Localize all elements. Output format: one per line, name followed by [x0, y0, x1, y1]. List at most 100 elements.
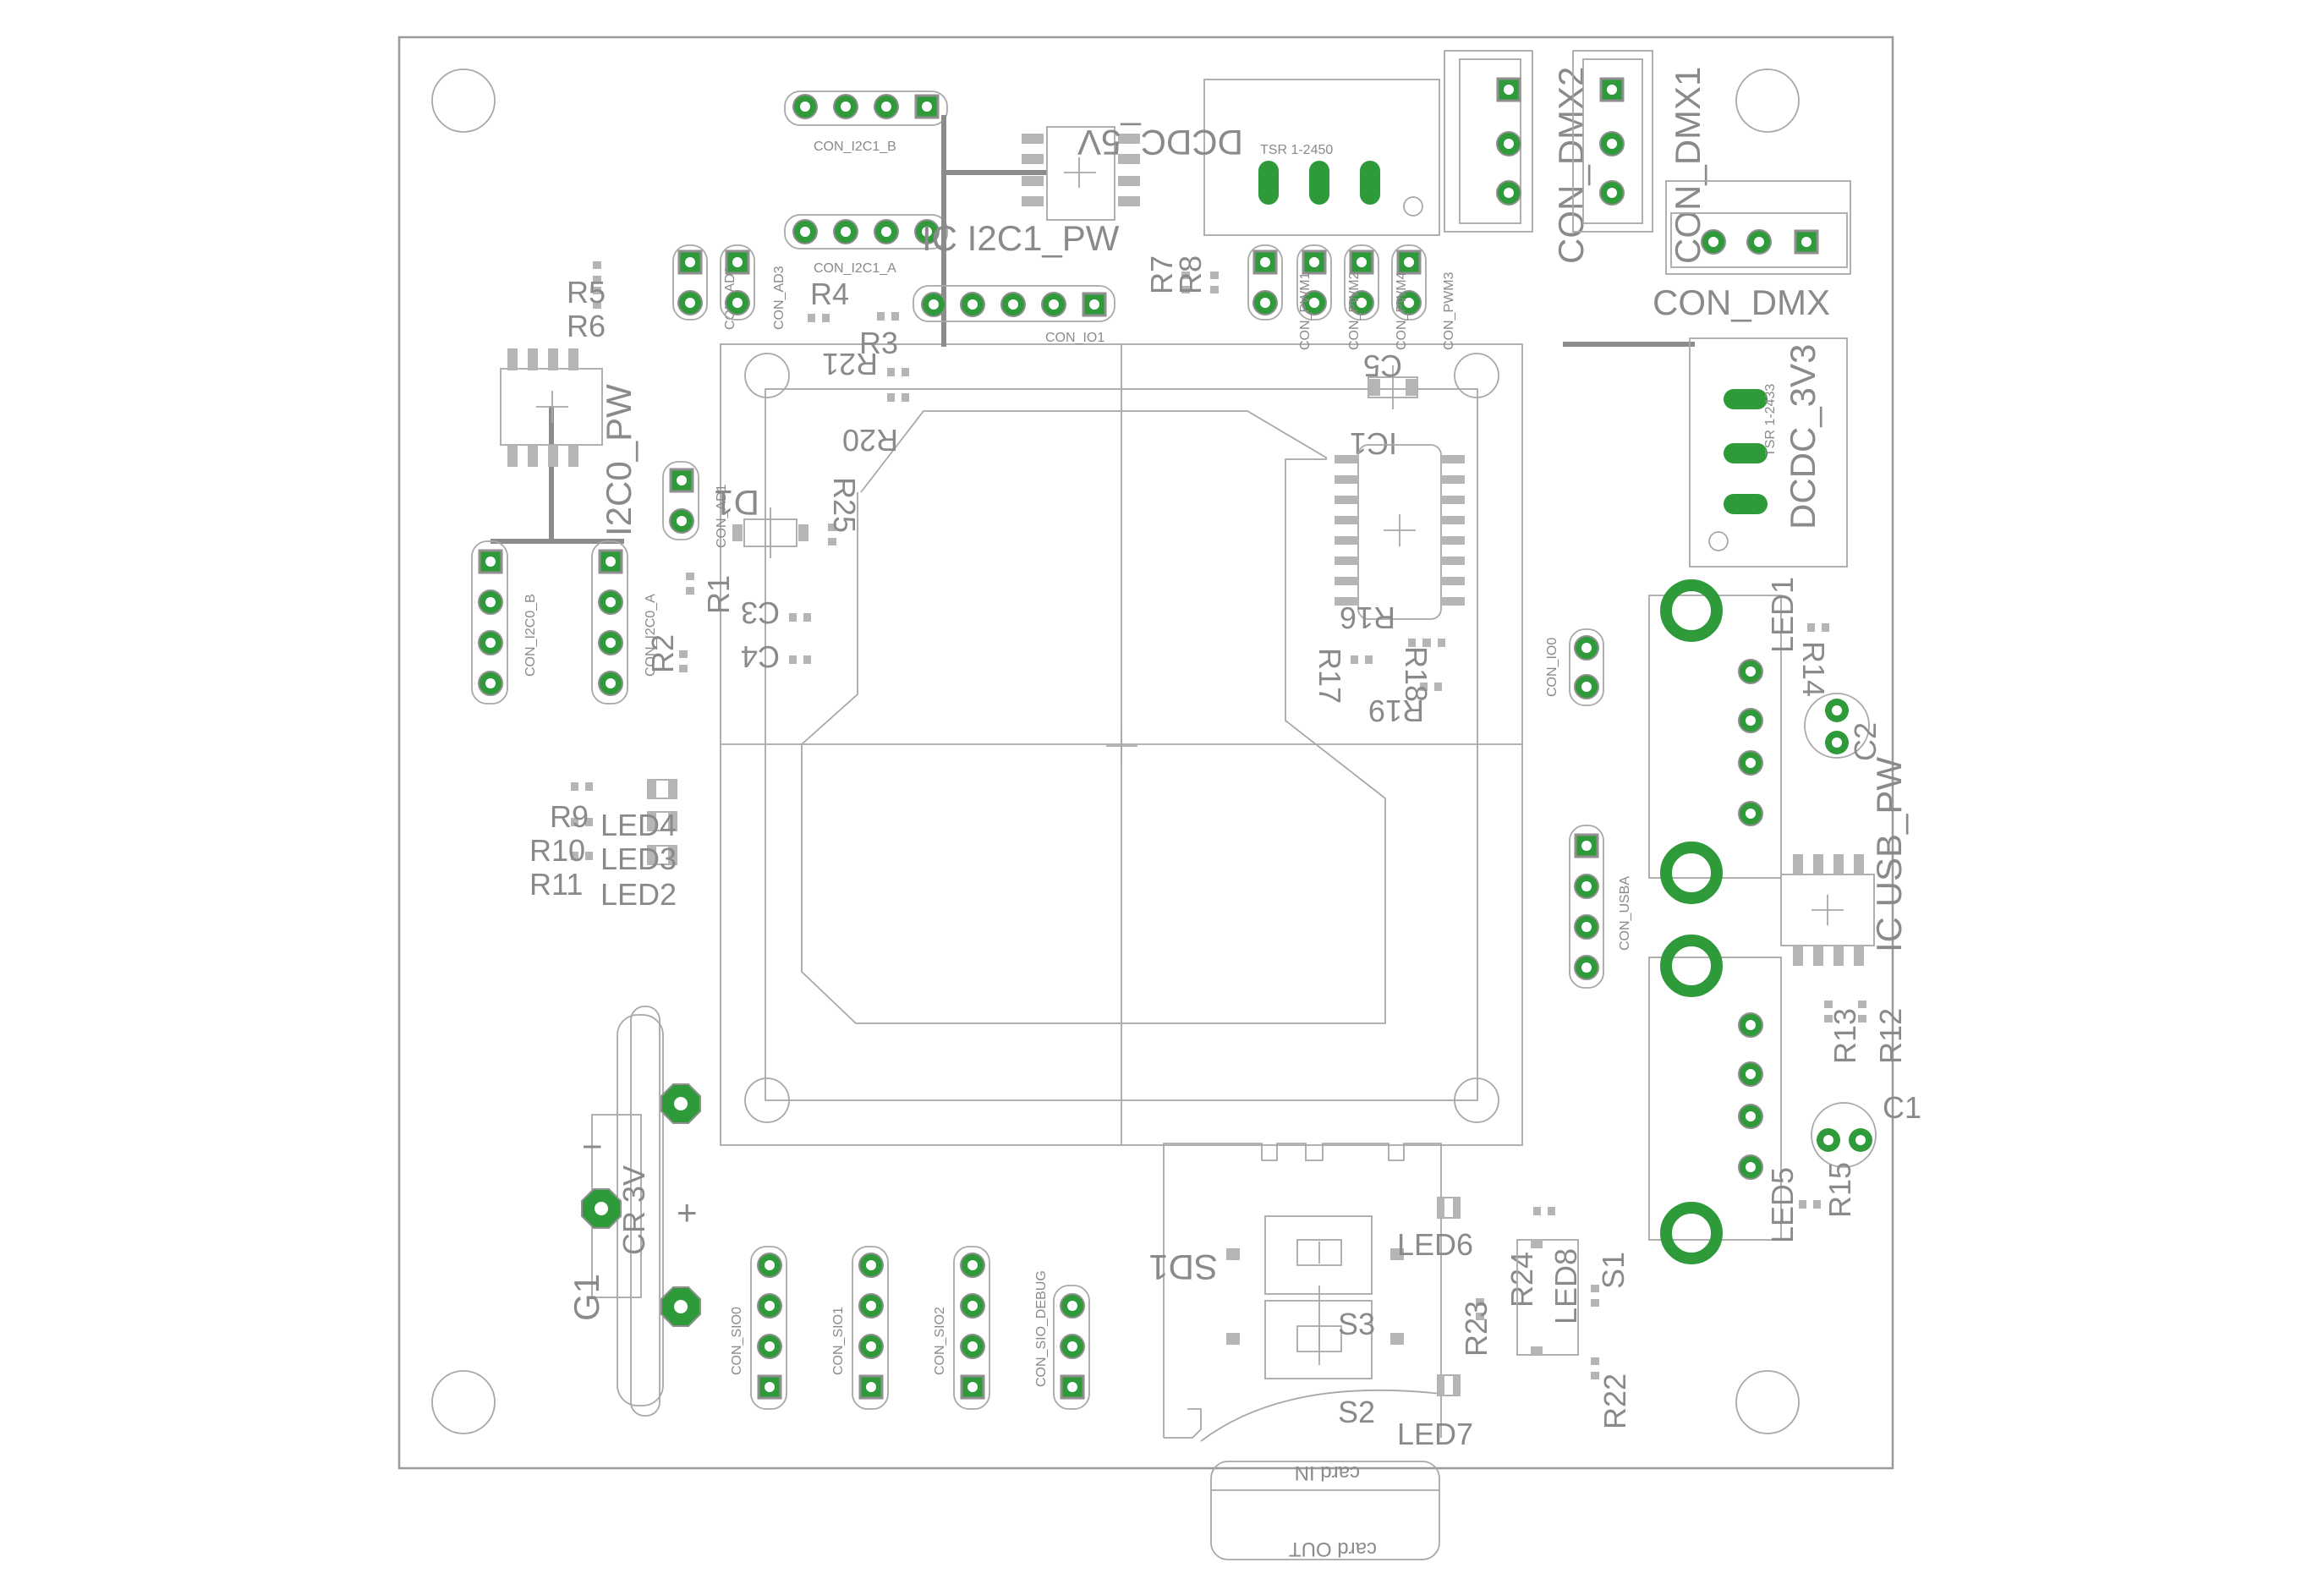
r2-label: R2: [645, 634, 680, 673]
r15-resistor: [1799, 1200, 1821, 1209]
led2-label: LED2: [600, 877, 677, 912]
con-ad3-label: CON_AD3: [772, 266, 787, 330]
c4-label: C4: [741, 639, 780, 674]
c2-label: C2: [1848, 722, 1883, 761]
r24-label: R24: [1505, 1252, 1539, 1308]
r14-resistor: [1807, 623, 1829, 632]
con-sio2-header[interactable]: [953, 1246, 990, 1410]
r2-resistor: [679, 650, 688, 672]
con-i2c1-b-header[interactable]: [784, 90, 948, 126]
con-io0-header[interactable]: [1569, 628, 1604, 706]
d1-diode: [732, 507, 808, 558]
r1-label: R1: [701, 575, 736, 614]
r10-label: R10: [529, 833, 585, 868]
c4-capacitor: [789, 655, 811, 664]
dcdc-5v-module: [1203, 79, 1440, 236]
dcdc-3v3-label: DCDC_3V3: [1783, 344, 1822, 529]
r24-resistor: [1533, 1207, 1555, 1215]
con-dmx-label: CON_DMX: [1653, 282, 1830, 322]
r7-label: R7: [1144, 255, 1179, 294]
ic-i2c0-pw-chip: [491, 348, 624, 544]
ic-usb-pw-chip: [1780, 854, 1875, 966]
con-pwm2-label: CON_PWM2: [1347, 271, 1362, 350]
con-sio2-label: CON_SIO2: [933, 1307, 947, 1375]
ic-i2c0-pw-label: I2C0_PW: [599, 384, 639, 536]
led8-label: LED8: [1548, 1248, 1583, 1324]
con-pwm1-header[interactable]: [1247, 244, 1283, 321]
led5-connector[interactable]: [1648, 935, 1782, 1264]
con-usba-header[interactable]: [1569, 825, 1604, 989]
r11-label: R11: [529, 867, 583, 902]
r19-label: R19: [1368, 694, 1424, 728]
ic1-chip: [1335, 444, 1465, 620]
con-pwm1-label: CON_PWM1: [1298, 271, 1313, 350]
r23-label: R23: [1459, 1301, 1494, 1357]
r4-resistor: [808, 314, 830, 322]
con-i2c1-a-header[interactable]: [784, 214, 948, 249]
r18-label: R18: [1399, 646, 1433, 702]
s3-button[interactable]: [1264, 1215, 1373, 1295]
g1-minus-label: −: [582, 1127, 603, 1166]
led5-label: LED5: [1765, 1167, 1800, 1243]
con-i2c0-b-label: CON_I2C0_B: [523, 594, 538, 677]
con-dmx1-label: CON_DMX1: [1668, 67, 1707, 264]
board-outline: [397, 36, 1894, 1470]
r20-label: R20: [842, 423, 898, 458]
r21-label: R21: [822, 347, 878, 381]
con-dmx2-label: CON_DMX2: [1551, 67, 1591, 264]
d1-label: D1: [714, 483, 759, 523]
led2-indicator: [647, 845, 677, 865]
con-dmx2-connector[interactable]: [1444, 50, 1533, 233]
c2-capacitor: [1804, 693, 1870, 759]
con-io1-label: CON_IO1: [1045, 331, 1104, 345]
led7-indicator: [1437, 1374, 1461, 1396]
con-dmx1-connector[interactable]: [1572, 50, 1653, 233]
s2-label: S2: [1338, 1395, 1375, 1429]
r6-label: R6: [567, 309, 606, 343]
con-sio1-label: CON_SIO1: [831, 1307, 846, 1375]
r22-label: R22: [1598, 1373, 1632, 1429]
led7-label: LED7: [1397, 1417, 1473, 1451]
ic-i2c1-pw-label: IC I2C1_PW: [922, 218, 1120, 258]
led4-indicator: [647, 779, 677, 799]
r8-label: R8: [1173, 255, 1208, 294]
con-i2c1-a-label: CON_I2C1_A: [814, 261, 896, 276]
con-pwm4-header[interactable]: [1344, 244, 1379, 321]
s1-label: S1: [1596, 1252, 1631, 1289]
con-sio1-header[interactable]: [852, 1246, 889, 1410]
con-pwm2-header[interactable]: [1296, 244, 1332, 321]
r9-label: R9: [550, 799, 589, 834]
con-pwm3-header[interactable]: [1391, 244, 1427, 321]
led4-label: LED4: [600, 808, 677, 842]
r5-label: R5: [567, 275, 606, 310]
con-io0-label: CON_IO0: [1545, 638, 1559, 697]
con-ad3-header[interactable]: [720, 244, 755, 321]
r17-resistor: [1351, 655, 1373, 664]
con-ad1-header[interactable]: [662, 461, 699, 540]
c5-capacitor: [1368, 365, 1418, 409]
c3-label: C3: [741, 595, 780, 630]
s2-button[interactable]: [1264, 1286, 1373, 1379]
con-i2c0-a-label: CON_I2C0_A: [644, 594, 658, 677]
con-sio-debug-header[interactable]: [1053, 1285, 1090, 1410]
con-ad2-header[interactable]: [672, 244, 708, 321]
led1-connector[interactable]: [1648, 579, 1782, 904]
con-i2c0-b-header[interactable]: [471, 540, 508, 705]
con-sio0-header[interactable]: [750, 1246, 787, 1410]
r13-label: R13: [1828, 1008, 1862, 1064]
r9-resistor: [571, 782, 593, 791]
dcdc-5v-part-label: TSR 1-2450: [1260, 143, 1333, 157]
con-dmx-connector[interactable]: [1665, 180, 1851, 275]
r20-resistor: [887, 393, 909, 402]
c1-label: C1: [1883, 1090, 1921, 1125]
g1-battery-pads[interactable]: [581, 1083, 701, 1327]
r25-label: R25: [827, 477, 862, 533]
r1-resistor: [686, 573, 694, 595]
con-i2c0-a-header[interactable]: [591, 540, 628, 705]
con-io1-header[interactable]: [913, 285, 1115, 322]
r14-label: R14: [1796, 641, 1831, 697]
r8-resistor: [1210, 271, 1219, 293]
r15-label: R15: [1822, 1162, 1857, 1218]
dcdc-5v-label: DCDC_5V: [1077, 123, 1243, 162]
